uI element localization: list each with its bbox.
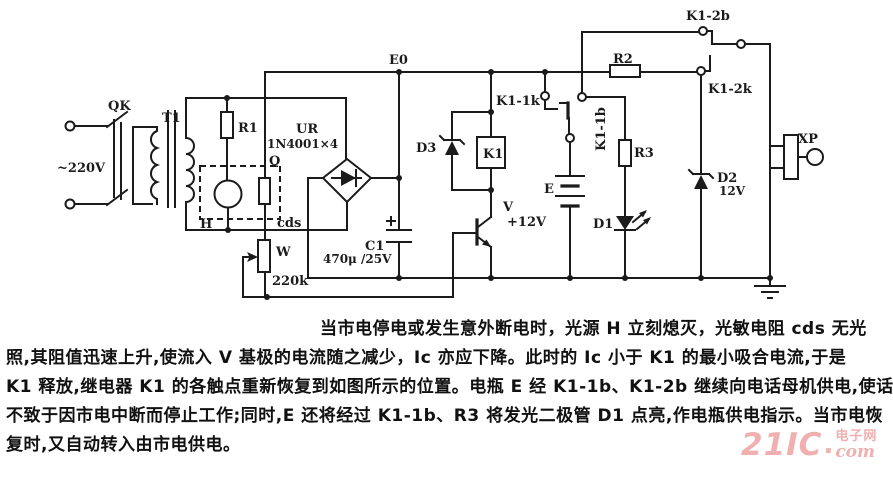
optocoupler-box <box>199 165 281 220</box>
label-h: H <box>200 217 212 232</box>
ground-symbol <box>754 277 786 299</box>
watermark-tld: com <box>835 442 876 462</box>
label-c1: C1 <box>365 239 384 254</box>
transformer-t1 <box>150 97 195 231</box>
label-w: W <box>275 245 291 260</box>
lamp-h <box>213 179 243 231</box>
label-v: V <box>502 200 514 215</box>
label-qk: QK <box>108 99 131 114</box>
plug-xp <box>769 43 824 279</box>
watermark-21ic: 21IC . 电子网 com <box>741 427 878 463</box>
capacitor-c1 <box>386 71 412 279</box>
bridge-rectifier-ur <box>307 157 400 279</box>
circuit-diagram: QK ~220V T1 R1 H Q cds W 220k UR 1N4001×… <box>57 9 824 300</box>
junction-dots <box>224 69 773 281</box>
label-k1-2b: K1-2b <box>686 9 730 24</box>
resistor-r1 <box>220 97 234 182</box>
photoresistor-cds <box>258 71 271 241</box>
resistor-r2 <box>609 64 641 78</box>
label-k1-1b: K1-1b <box>594 107 609 151</box>
battery-e <box>555 141 585 279</box>
label-k1-1k: K1-1k <box>496 94 541 109</box>
label-c1-value: 470μ /25V <box>323 252 392 266</box>
label-d1: D1 <box>593 217 613 232</box>
label-v-value: +12V <box>507 215 547 230</box>
label-d2-value: 12V <box>719 184 746 198</box>
description-line-3: K1 释放,继电器 K1 的各触点重新恢复到如图所示的位置。电瓶 E 经 K1-… <box>6 377 893 397</box>
relay-k1 <box>476 71 506 191</box>
transistor-v <box>475 189 493 279</box>
label-k1: K1 <box>483 147 503 162</box>
secondary-rails <box>185 97 348 231</box>
watermark-dot: . <box>823 430 834 460</box>
led-d1 <box>614 210 651 279</box>
label-mains-voltage: ~220V <box>57 161 106 176</box>
contact-k1-2 <box>581 26 771 76</box>
label-d2: D2 <box>717 171 737 186</box>
label-ur: UR <box>296 122 318 137</box>
label-e: E <box>544 182 554 197</box>
label-t1: T1 <box>162 111 181 126</box>
description-line-4: 不致于因市电中断而停止工作;同时,E 还将经过 K1-1b、R3 将发光二极管 … <box>6 406 883 426</box>
description-line-5: 复时,又自动转入由市电供电。 <box>6 435 241 455</box>
resistor-r3 <box>618 96 632 217</box>
label-xp: XP <box>798 132 818 147</box>
contact-k1-1 <box>540 31 626 143</box>
description-paragraph: 当市电停电或发生意外断电时，光源 H 立刻熄灭，光敏电阻 cds 无光 照,其阻… <box>6 315 893 460</box>
label-r2: R2 <box>613 52 633 67</box>
label-r3: R3 <box>634 146 654 161</box>
description-line-2: 照,其阻值迅速上升,使流入 V 基极的电流随之减少，Ic 亦应下降。此时的 Ic… <box>6 348 847 368</box>
label-r1: R1 <box>238 121 258 136</box>
watermark-brand: 21IC <box>741 427 823 463</box>
diode-d3 <box>438 111 492 191</box>
watermark-site-cn: 电子网 <box>835 429 878 444</box>
label-k1-2k: K1-2k <box>708 82 753 97</box>
label-cds: cds <box>277 216 301 231</box>
label-ur-value: 1N4001×4 <box>267 137 338 151</box>
mains-input-terminals <box>64 120 108 210</box>
label-w-value: 220k <box>272 274 309 289</box>
label-q: Q <box>269 154 280 169</box>
potentiometer-w <box>242 232 478 300</box>
switch-qk <box>105 110 153 207</box>
description-line-1: 当市电停电或发生意外断电时，光源 H 立刻熄灭，光敏电阻 cds 无光 <box>320 319 867 339</box>
label-d3: D3 <box>416 141 436 156</box>
zener-d2 <box>687 74 715 279</box>
label-e0: E0 <box>389 53 408 68</box>
